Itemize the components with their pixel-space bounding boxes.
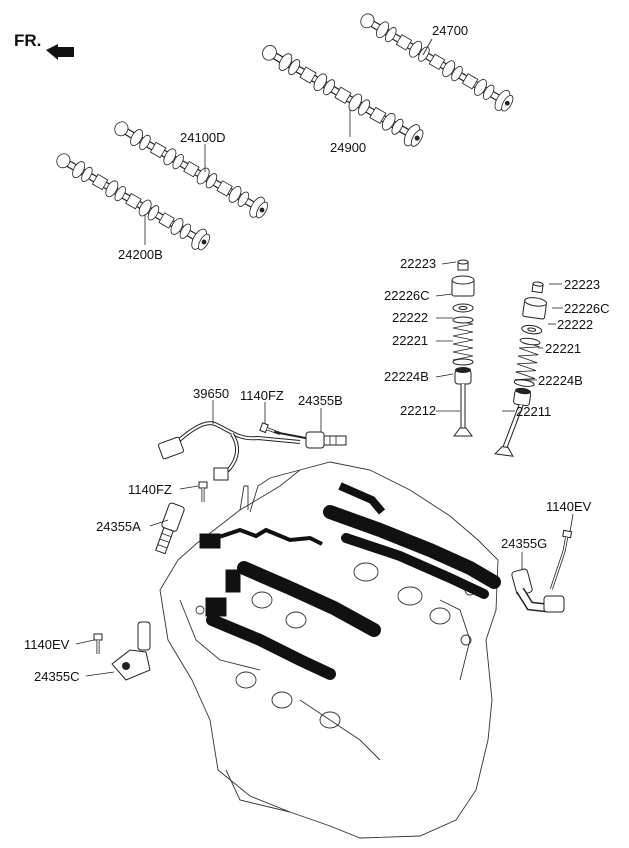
front-direction-marker: FR. bbox=[14, 31, 74, 60]
bolt-1140FZ-left bbox=[197, 480, 209, 504]
label-24100D: 24100D bbox=[180, 130, 226, 145]
label-22222-right: 22222 bbox=[557, 317, 593, 332]
label-22212: 22212 bbox=[400, 403, 436, 418]
engine-block bbox=[159, 461, 499, 839]
label-1140EV-left: 1140EV bbox=[24, 637, 70, 652]
bolt-1140FZ-top bbox=[258, 421, 283, 439]
label-24355C: 24355C bbox=[34, 669, 80, 684]
sensor-24355C bbox=[111, 621, 151, 681]
label-1140FZ-top: 1140FZ bbox=[240, 388, 284, 403]
engine-camshaft-bank-right bbox=[323, 482, 501, 599]
label-1140FZ-left: 1140FZ bbox=[128, 482, 172, 497]
label-22226C-right: 22226C bbox=[564, 301, 610, 316]
label-39650: 39650 bbox=[193, 386, 229, 401]
bolt-1140EV-right bbox=[549, 528, 574, 590]
camshaft-24900 bbox=[258, 39, 427, 150]
wiring-harness-39650 bbox=[157, 421, 301, 481]
front-direction-arrow-icon bbox=[46, 44, 74, 60]
label-24355B: 24355B bbox=[298, 393, 343, 408]
label-24200B: 24200B bbox=[118, 247, 163, 262]
label-22223-right: 22223 bbox=[564, 277, 600, 292]
label-24900: 24900 bbox=[330, 140, 366, 155]
engine-camshaft-bank-left bbox=[199, 527, 381, 680]
label-22224B-left: 22224B bbox=[384, 369, 429, 384]
label-24355A: 24355A bbox=[96, 519, 141, 534]
sensor-24355A bbox=[152, 501, 186, 556]
label-24355G: 24355G bbox=[501, 536, 547, 551]
sensor-24355G bbox=[511, 568, 565, 613]
label-24700: 24700 bbox=[432, 23, 468, 38]
label-22221-right: 22221 bbox=[545, 341, 581, 356]
label-22221-left: 22221 bbox=[392, 333, 428, 348]
valve-assembly-right bbox=[494, 280, 550, 457]
label-22222-left: 22222 bbox=[392, 310, 428, 325]
bolt-1140EV-left bbox=[92, 632, 104, 656]
label-22223-left: 22223 bbox=[400, 256, 436, 271]
fr-label: FR. bbox=[14, 31, 41, 50]
sensor-24355B bbox=[273, 431, 347, 449]
valve-assembly-left bbox=[451, 259, 475, 437]
label-22211: 22211 bbox=[516, 404, 551, 419]
label-22226C-left: 22226C bbox=[384, 288, 430, 303]
label-1140EV-right: 1140EV bbox=[546, 499, 592, 514]
label-22224B-right: 22224B bbox=[538, 373, 583, 388]
